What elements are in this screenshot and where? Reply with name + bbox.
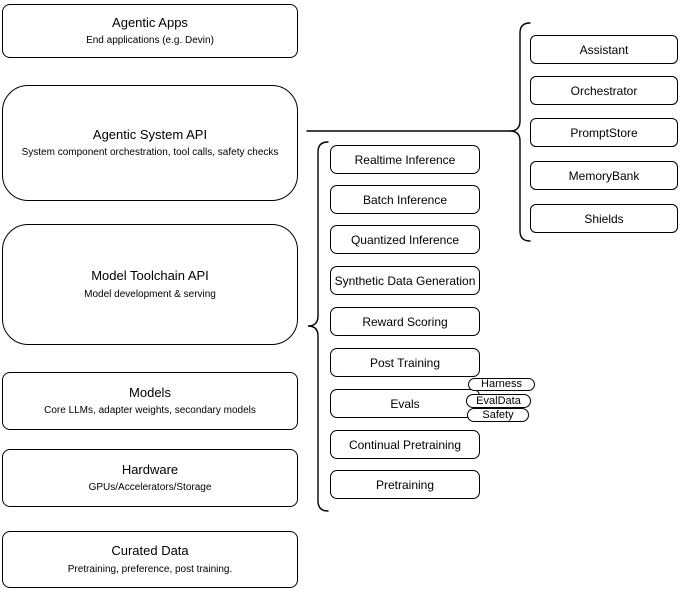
node-subtitle: GPUs/Accelerators/Storage [88,482,212,494]
tag-evaldata: EvalData [466,394,531,408]
node-subtitle: Model development & serving [84,288,216,300]
node-label: Synthetic Data Generation [334,273,476,288]
node-label: PromptStore [570,125,638,140]
node-reward-scoring: Reward Scoring [330,307,480,336]
node-label: Shields [584,211,624,226]
node-title: Models [129,384,171,400]
node-label: Reward Scoring [362,314,448,329]
node-assistant: Assistant [530,35,678,64]
node-curated-data: Curated Data Pretraining, preference, po… [2,531,298,588]
node-subtitle: Core LLMs, adapter weights, secondary mo… [44,405,256,417]
node-promptstore: PromptStore [530,118,678,147]
node-orchestrator: Orchestrator [530,76,678,105]
node-realtime-inference: Realtime Inference [330,145,480,174]
node-label: Realtime Inference [354,152,456,167]
tag-label: Safety [482,408,514,421]
node-subtitle: Pretraining, preference, post training. [67,563,233,575]
node-label: Continual Pretraining [348,437,462,452]
node-title: Model Toolchain API [91,268,209,284]
node-label: Pretraining [375,477,435,492]
node-model-toolchain-api: Model Toolchain API Model development & … [2,224,298,345]
brace-system-components-group [509,22,531,242]
node-label: Batch Inference [362,192,448,207]
node-label: Quantized Inference [350,232,460,247]
node-agentic-apps: Agentic Apps End applications (e.g. Devi… [2,4,298,58]
node-quantized-inference: Quantized Inference [330,225,480,254]
tag-label: EvalData [476,394,521,407]
node-continual-pretraining: Continual Pretraining [330,430,480,459]
node-subtitle: End applications (e.g. Devin) [86,35,214,47]
node-synthetic-data-generation: Synthetic Data Generation [330,266,480,295]
node-pretraining: Pretraining [330,470,480,499]
node-agentic-system-api: Agentic System API System component orch… [2,85,298,201]
node-shields: Shields [530,204,678,233]
node-label: Post Training [369,355,441,370]
brace-toolchain-group [307,141,329,512]
node-label: Orchestrator [570,83,638,98]
node-label: Evals [390,396,420,411]
node-subtitle: System component orchestration, tool cal… [21,147,279,159]
node-hardware: Hardware GPUs/Accelerators/Storage [2,449,298,507]
node-models: Models Core LLMs, adapter weights, secon… [2,372,298,430]
tag-harness: Harness [468,378,535,391]
tag-safety: Safety [467,408,529,422]
node-title: Curated Data [111,543,189,559]
node-label: Assistant [579,42,629,57]
node-title: Agentic System API [92,126,208,142]
node-memorybank: MemoryBank [530,161,678,190]
node-title: Hardware [121,461,179,477]
node-title: Agentic Apps [112,14,188,30]
tag-label: Harness [481,378,522,390]
node-evals: Evals [330,389,480,418]
node-post-training: Post Training [330,348,480,377]
node-batch-inference: Batch Inference [330,185,480,214]
node-label: MemoryBank [568,168,640,183]
